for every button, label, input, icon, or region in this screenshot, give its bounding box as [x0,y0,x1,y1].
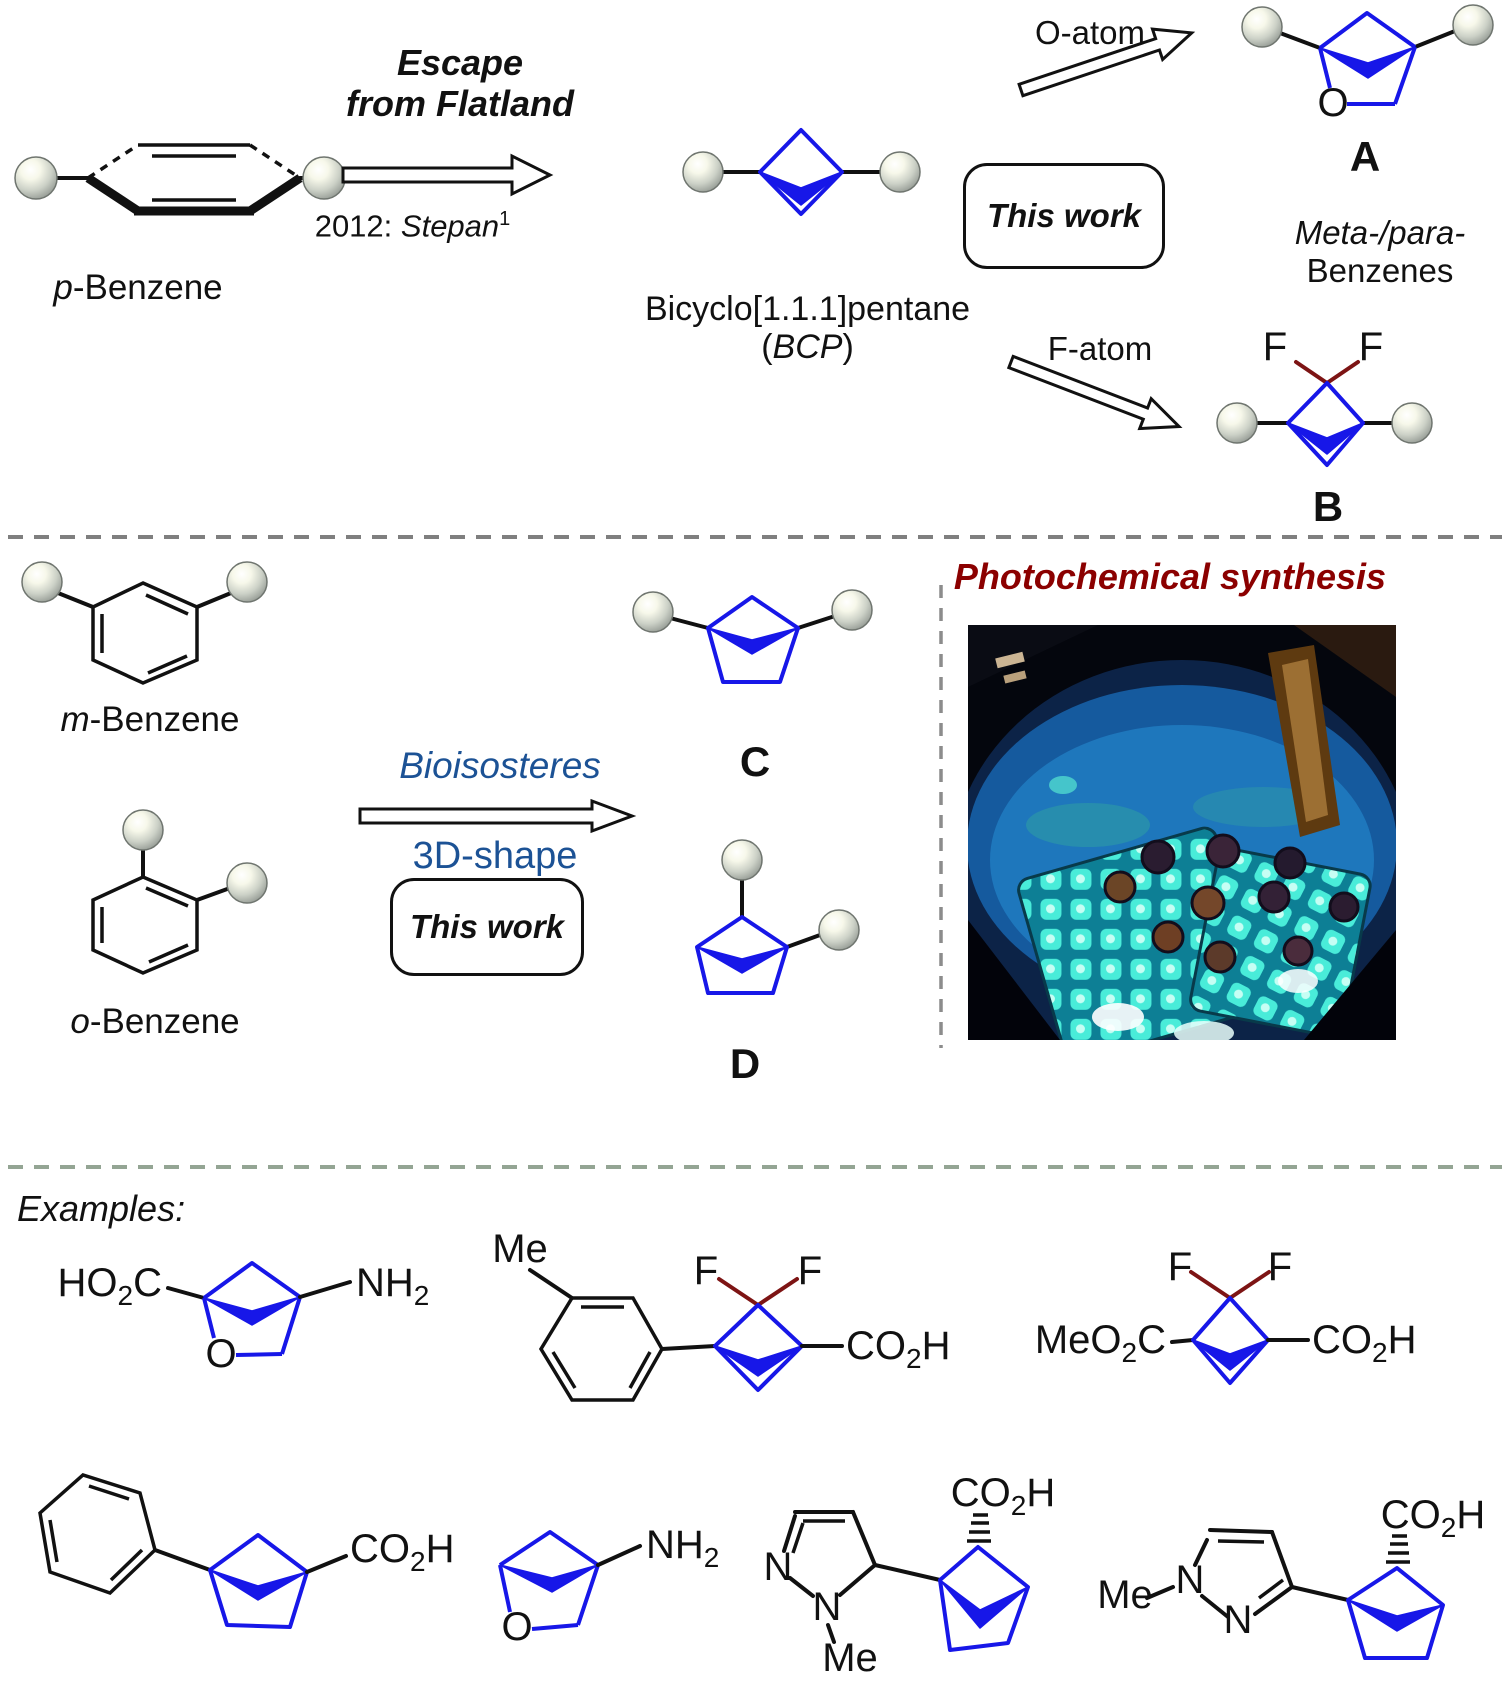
fluorine-atom-label: F [694,1249,718,1293]
formula-co2h: CO2H [846,1324,950,1374]
substituent-sphere [831,589,873,631]
substituent-sphere [226,561,268,603]
substituent-sphere [1241,6,1283,48]
vial-caps [1103,833,1360,974]
nitrogen-atom-label: N [1176,1558,1205,1602]
substituent-sphere [14,156,58,200]
arrow-escape [341,153,554,197]
photo-title: Photochemical synthesis [953,556,1387,597]
substituent-sphere [1216,402,1258,444]
this-work-box-top: This work [963,163,1165,269]
this-work-box-middle: This work [390,878,584,976]
formula-co2h: CO2H [350,1527,454,1577]
formula-co2h: CO2H [951,1471,1055,1521]
hashed-stereo-bond [1386,1534,1410,1564]
substituent-sphere [1391,402,1433,444]
nitrogen-atom-label: N [1224,1598,1253,1642]
label-a: A [1349,133,1381,180]
substituent-sphere [226,862,268,904]
formula-me: Me [1097,1573,1153,1617]
structure-b-difluoro-bcp: F F [1216,325,1433,467]
nitrogen-atom-label: N [764,1545,793,1589]
substituent-sphere [721,839,763,881]
formula-nh2: NH2 [356,1261,429,1311]
example-1-oxa-bch-amino-acid: HO2C O NH2 [58,1261,429,1376]
substituent-sphere [122,809,164,851]
bcp-abbreviation: (BCP) [761,328,854,366]
fluorine-atom-label: F [1268,1245,1292,1289]
substituent-sphere [682,151,724,193]
example-2-tolyl-difluoro-bcp-acid: Me F F CO2H [492,1227,950,1402]
structure-m-benzene [21,561,268,685]
hashed-stereo-bond [967,1513,991,1543]
substituent-sphere [302,156,346,200]
formula-nh2: NH2 [646,1523,719,1573]
escape-from-flatland-caption: Escape from Flatland [345,42,574,125]
bioisosteres-caption: Bioisosteres [399,745,601,786]
nitrogen-atom-label: N [813,1585,842,1629]
photoreactor-photo [950,625,1414,1090]
structure-a-oxa-bch: O [1241,4,1494,125]
example-3-diester-difluoro-bcp: MeO2C F F CO2H [1035,1245,1416,1385]
arrow-f-atom [1006,354,1183,431]
shape-3d-caption: 3D-shape [412,835,578,877]
formula-co2h: CO2H [1312,1318,1416,1368]
example-4-phenyl-bch-acid: CO2H [38,1473,454,1629]
meta-para-benzenes-label: Meta-/para- Benzenes [1294,214,1466,289]
structure-d-bch [695,839,860,995]
fluorine-atom-label: F [1168,1245,1192,1289]
example-5-oxa-bch-amine: O NH2 [498,1523,719,1649]
examples-heading: Examples: [17,1188,186,1229]
substituent-sphere [21,561,63,603]
structure-p-benzene [14,143,346,216]
bcp-name: Bicyclo[1.1.1]pentane [644,290,971,328]
formula-me: Me [822,1636,878,1680]
structure-o-benzene [91,809,268,975]
formula-ho2c: HO2C [58,1261,162,1311]
substituent-sphere [632,591,674,633]
formula-me: Me [492,1227,548,1271]
fluorine-atom-label: F [1263,325,1287,369]
o-benzene-label: o-Benzene [70,1002,240,1041]
substituent-sphere [1452,4,1494,46]
fluorine-atom-label: F [1359,325,1383,369]
photoreactor-photo-art [950,625,1414,1090]
stepan-reference: 2012: Stepan1 [314,208,511,244]
formula-co2h: CO2H [1381,1493,1485,1543]
arrow-bioisosteres [358,798,637,834]
fluorine-atom-label: F [798,1249,822,1293]
substituent-sphere [879,151,921,193]
o-atom-label: O-atom [1034,14,1146,51]
substituent-sphere [818,909,860,951]
example-6-pyrazolyl-bch-acid: N N Me CO2H [764,1471,1056,1680]
oxygen-atom-label: O [205,1332,236,1376]
label-d: D [729,1040,761,1087]
oxygen-atom-label: O [1317,81,1348,125]
structure-bcp [682,128,921,216]
m-benzene-label: m-Benzene [60,700,240,739]
arrow-o-atom [1017,27,1196,98]
structure-c-bch [632,589,873,684]
example-7-methylpyrazolyl-bch-acid: Me N N CO2H [1097,1493,1485,1660]
label-c: C [739,738,771,785]
p-benzene-label: p-Benzene [53,268,223,307]
oxygen-atom-label: O [501,1605,532,1649]
formula-meo2c: MeO2C [1035,1318,1166,1368]
f-atom-label: F-atom [1047,330,1153,367]
label-b: B [1312,483,1344,530]
